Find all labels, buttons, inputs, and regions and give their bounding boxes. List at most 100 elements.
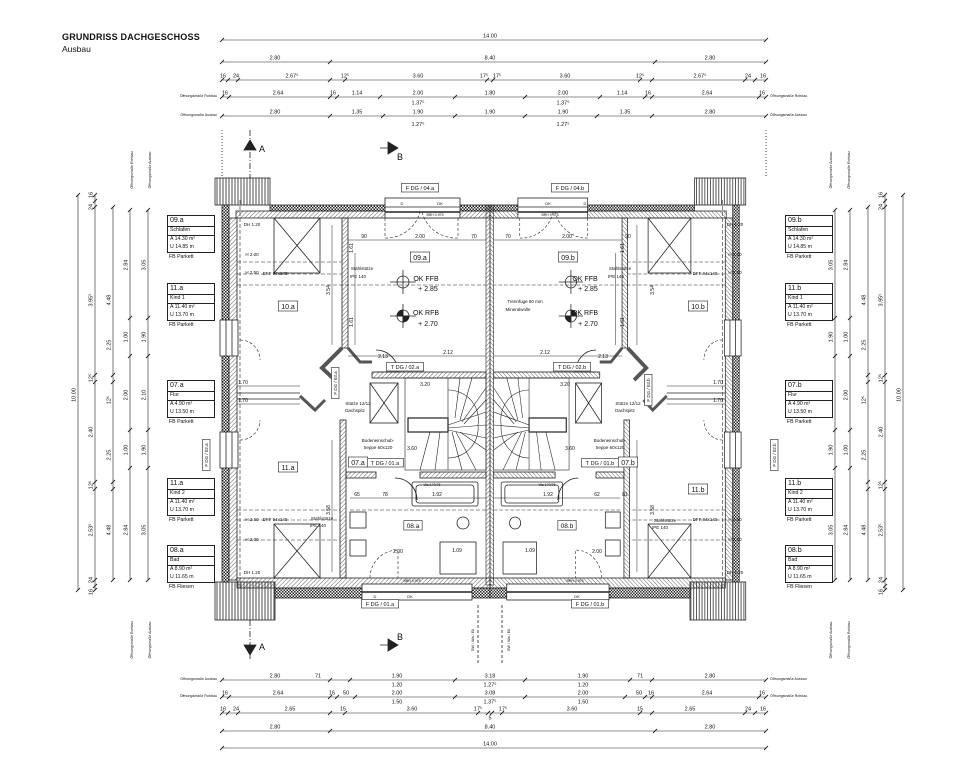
dimension-line <box>226 694 232 700</box>
opening-dimension-label: Öffnungsmaße Ausbau <box>829 622 833 659</box>
dimension-line <box>92 583 98 589</box>
plan-annotation: 2.13 <box>598 354 608 360</box>
opening-dimension-label: Öffnungsmaße Rohbau <box>130 151 134 188</box>
dimension-line <box>649 77 655 83</box>
plan-annotation: 81 <box>622 492 628 498</box>
dimension-line <box>594 113 600 119</box>
plan-annotation: 3.60 <box>565 446 575 452</box>
room-perimeter: U 13.50 m <box>788 408 812 415</box>
plan-annotation: 90 <box>625 234 631 240</box>
dimension-value: 24 <box>233 74 239 80</box>
room-tag: 09.b <box>561 255 575 262</box>
dimension-value: 1.35 <box>620 110 631 116</box>
label-frame <box>770 439 779 471</box>
dimension-line <box>110 379 116 385</box>
room-area: A 4.90 m² <box>788 401 811 408</box>
plan-annotation: DFF 94x140 <box>693 271 718 276</box>
plan-annotation: Bodeneinschub- <box>362 438 395 443</box>
dimension-value: 16 <box>329 691 335 697</box>
dimension-value: 1.37⁵ <box>412 100 425 107</box>
opening-dimension-label: Öffnungsmaße Rohbau <box>847 151 851 188</box>
dimension-value: 10.00 <box>897 388 903 402</box>
dimension-value: 2.84 <box>124 525 130 536</box>
dimension-line <box>75 587 81 593</box>
dimension-line <box>342 77 348 83</box>
label-frame <box>202 439 211 471</box>
room-tag: 08.a <box>407 523 420 530</box>
dimension-value: 2.84 <box>844 260 850 271</box>
dimension-line <box>832 207 838 213</box>
dimension-line <box>752 77 758 83</box>
room-tag: 08.b <box>561 523 574 530</box>
plan-annotation: + 2.70 <box>418 321 438 328</box>
plan-annotation: A <box>259 642 265 652</box>
dimension-value: 1.14 <box>352 91 363 97</box>
dimension-line <box>219 113 225 119</box>
room-floor-finish: FB Parkett <box>169 516 194 523</box>
room-name: Bad <box>168 557 214 567</box>
dimension-line <box>865 204 871 210</box>
dimension-value: 2.10 <box>142 390 148 401</box>
dimension-line <box>900 587 906 593</box>
dimension-value: 12⁵ <box>106 396 113 404</box>
dimension-line <box>226 94 232 100</box>
element-reference-tag: T DG / 01.b <box>586 461 614 467</box>
dimension-line <box>847 353 853 359</box>
dimension-line <box>865 479 871 485</box>
plan-annotation: D <box>609 594 612 599</box>
room-number: 11.a <box>168 479 214 491</box>
dimension-value: 3.60 <box>567 707 578 713</box>
dimension-value: 3.60 <box>407 707 418 713</box>
room-number: 11.a <box>168 284 214 296</box>
dimension-line <box>882 486 888 492</box>
dimension-value: 2.80 <box>270 725 281 731</box>
element-reference-tag: F DG / 01.b <box>576 602 604 608</box>
dimension-value: 17⁵ <box>480 73 488 80</box>
dimension-line <box>756 694 762 700</box>
dimension-line <box>642 94 648 100</box>
dimension-line <box>327 728 333 734</box>
plan-annotation: + 2.70 <box>578 321 598 328</box>
dimension-line <box>92 204 98 210</box>
opening-dimension-label: Öffnungsmaße Rohbau <box>130 621 134 658</box>
plan-annotation: D <box>584 201 587 206</box>
dimension-line <box>110 479 116 485</box>
dimension-value: 50 <box>636 691 642 697</box>
plan-annotation: 1.92 <box>543 492 553 498</box>
dimension-line <box>637 77 643 83</box>
dimension-value: 8.40 <box>485 725 496 731</box>
dimension-value: 2.80 <box>270 674 281 680</box>
room-name: Kind 2 <box>168 490 214 500</box>
dimension-line <box>145 465 151 471</box>
dimension-line <box>763 77 769 83</box>
opening-dimension-label: Öffnungsmaße Rohbau <box>770 694 807 698</box>
dimension-line <box>832 427 838 433</box>
dimension-value: 4.48 <box>862 295 868 306</box>
plan-annotation: 70 <box>471 234 477 240</box>
room-perimeter: U 13.70 m <box>788 506 812 513</box>
room-tag: 10.a <box>281 304 295 311</box>
label-frame <box>644 374 653 406</box>
label-frame <box>403 520 423 531</box>
dimension-line <box>145 353 151 359</box>
plan-annotation: B <box>397 152 403 162</box>
dimension-value: 1.90 <box>142 332 148 343</box>
plan-annotation: H 2.50 <box>728 517 742 522</box>
dimension-value: 3.95⁵ <box>88 294 95 307</box>
dimension-value: 1.90 <box>485 110 496 116</box>
dimension-value: 1.90 <box>829 332 835 343</box>
dimension-value: 2.25 <box>107 450 113 461</box>
room-area: A 11.40 m² <box>788 499 813 506</box>
room-name: Kind 2 <box>786 490 832 500</box>
plan-annotation: 2.13 <box>378 354 388 360</box>
plan-annotation: H 2.00 <box>245 537 259 542</box>
dimension-value: 5 <box>488 716 491 722</box>
dimension-value: 2.53⁵ <box>88 524 95 537</box>
dimension-value: 2.84 <box>124 260 130 271</box>
dimension-line <box>763 728 769 734</box>
dimension-value: 16 <box>222 91 228 97</box>
element-reference-tag: T DG / 02.a <box>391 365 420 371</box>
room-area: A 14.30 m² <box>170 236 196 243</box>
dimension-value: 3.05 <box>829 525 835 536</box>
